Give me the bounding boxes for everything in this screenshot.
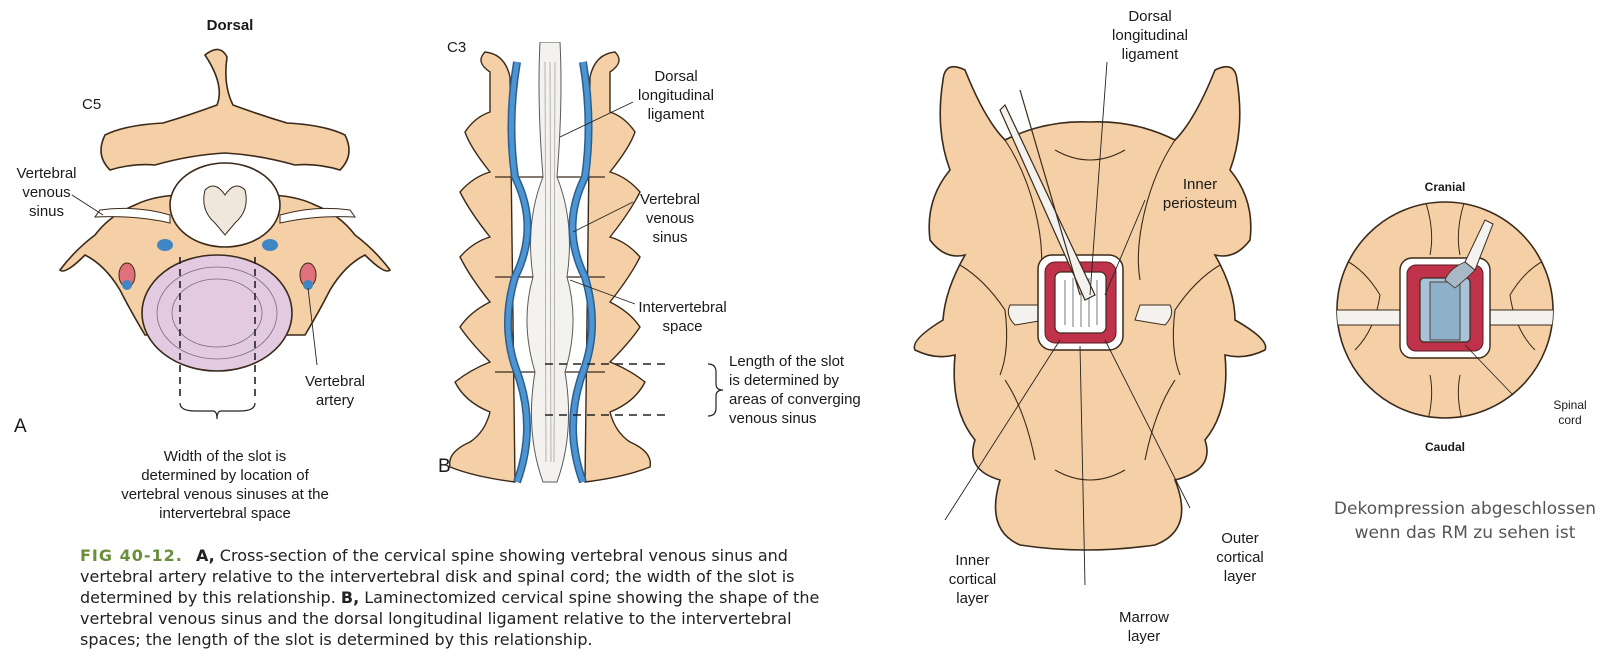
probe-instrument (999, 103, 1096, 301)
caption-a-lead: A, (195, 546, 215, 565)
panel-c-outer-cortical-label: Outer cortical layer (1216, 530, 1264, 585)
panel-a-title: Dorsal (206, 17, 254, 34)
panel-c-ventral-slot (913, 61, 1267, 586)
panel-b-spine (448, 42, 665, 484)
panel-b-level-label: C3 (447, 39, 467, 56)
panel-b-intervertebral-label: Intervertebral space (638, 299, 727, 335)
panel-a-artery-label: Vertebral artery (304, 373, 366, 409)
dorsal-longitudinal-ligament (526, 42, 574, 483)
figure-number: FIG 40-12. (80, 546, 183, 565)
panel-b-venous-sinus-label: Vertebral venous sinus (639, 191, 701, 246)
panel-b-slot-length-note: Length of the slot is determined by area… (729, 353, 861, 427)
caption-b-lead: B, (340, 588, 360, 607)
caption-b-text: Laminectomized cervical spine showing th… (80, 588, 820, 649)
venous-sinus-left (157, 239, 173, 251)
panel-a-venous-sinus-label: Vertebral venous sinus (16, 165, 77, 220)
panel-c-marrow-label: Marrow layer (1118, 609, 1169, 645)
panel-c-inner-cortical-label: Inner cortical layer (948, 552, 997, 607)
venous-sinus-right (262, 239, 278, 251)
decompression-note: Dekompression abgeschlossen wenn das RM … (1333, 499, 1597, 543)
inset-cranial-label: Cranial (1424, 180, 1466, 194)
panel-b-letter: B (438, 456, 451, 477)
panel-c-ligament-label: Dorsal longitudinal ligament (1112, 8, 1188, 63)
inset-spinal-cord-view (1336, 201, 1554, 419)
caption-a-text: Cross-section of the cervical spine show… (80, 546, 795, 607)
panel-a-letter: A (14, 416, 27, 437)
inset-spinal-cord-label: Spinal cord (1553, 398, 1587, 427)
panel-a-level-label: C5 (82, 96, 102, 113)
panel-c-periosteum-label: Inner periosteum (1162, 176, 1238, 212)
figure-caption: FIG 40-12. A, Cross-section of the cervi… (80, 545, 850, 650)
inset-caudal-label: Caudal (1424, 440, 1465, 454)
panel-a-slot-width-note: Width of the slot is determined by locat… (121, 448, 329, 522)
slot-length-brace (707, 363, 724, 417)
intervertebral-disk (141, 254, 293, 372)
panel-a-cross-section (58, 48, 392, 420)
panel-b-ligament-label: Dorsal longitudinal ligament (638, 68, 714, 123)
